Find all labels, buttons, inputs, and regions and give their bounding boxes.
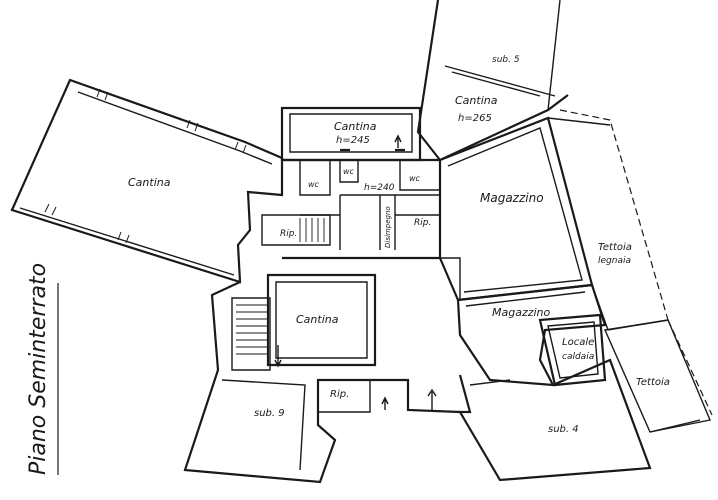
- wall-tettoia: [603, 319, 713, 433]
- window-marks-west: [44, 88, 247, 244]
- label-locale-caldaia-1: Locale: [562, 337, 594, 348]
- wall-cantina-center: [266, 273, 377, 367]
- wall-cantina-north: [416, 0, 569, 161]
- label-wc-2: wc: [308, 180, 320, 189]
- label-sub-9: sub. 9: [254, 408, 285, 419]
- label-cantina-west: Cantina: [128, 176, 171, 189]
- label-magazzino-1: Magazzino: [480, 191, 544, 205]
- label-tettoia: Tettoia: [636, 377, 670, 388]
- label-cantina-top-height: h=245: [336, 135, 370, 146]
- label-rip-left: Rip.: [280, 229, 297, 239]
- label-cantina-center: Cantina: [296, 313, 339, 326]
- label-sub-5: sub. 5: [492, 55, 520, 65]
- label-tettoia-legnaia-1: Tettoia: [598, 242, 632, 253]
- label-cantina-top: Cantina: [334, 120, 377, 133]
- staircase-upper: [261, 214, 331, 246]
- entrance-arrows: [274, 134, 437, 410]
- label-cantina-north: Cantina: [455, 94, 498, 107]
- staircase-lower: [231, 297, 271, 371]
- label-wc-3: wc: [409, 174, 421, 183]
- wall-locale-caldaia: [538, 313, 607, 387]
- wall-magazzino-lower: [456, 283, 607, 387]
- wall-perimeter-south: [183, 257, 461, 484]
- label-corridor-height: h=240: [364, 183, 395, 193]
- label-rip-bottom: Rip.: [330, 389, 349, 400]
- wall-magazzino-upper: [438, 116, 594, 302]
- label-cantina-north-height: h=265: [458, 113, 492, 124]
- label-sub-4: sub. 4: [548, 424, 579, 435]
- plan-title: Piano Seminterrato: [26, 263, 51, 475]
- label-disimpegno: Disimpegno: [384, 206, 392, 248]
- label-locale-caldaia-2: caldaia: [562, 352, 594, 362]
- label-magazzino-2: Magazzino: [492, 306, 551, 319]
- wall-sub-4: [458, 358, 652, 482]
- label-wc-1: wc: [343, 167, 355, 176]
- wall-cantina-top: [280, 106, 422, 162]
- label-rip-right: Rip.: [414, 218, 431, 228]
- label-tettoia-legnaia-2: legnaia: [598, 256, 631, 266]
